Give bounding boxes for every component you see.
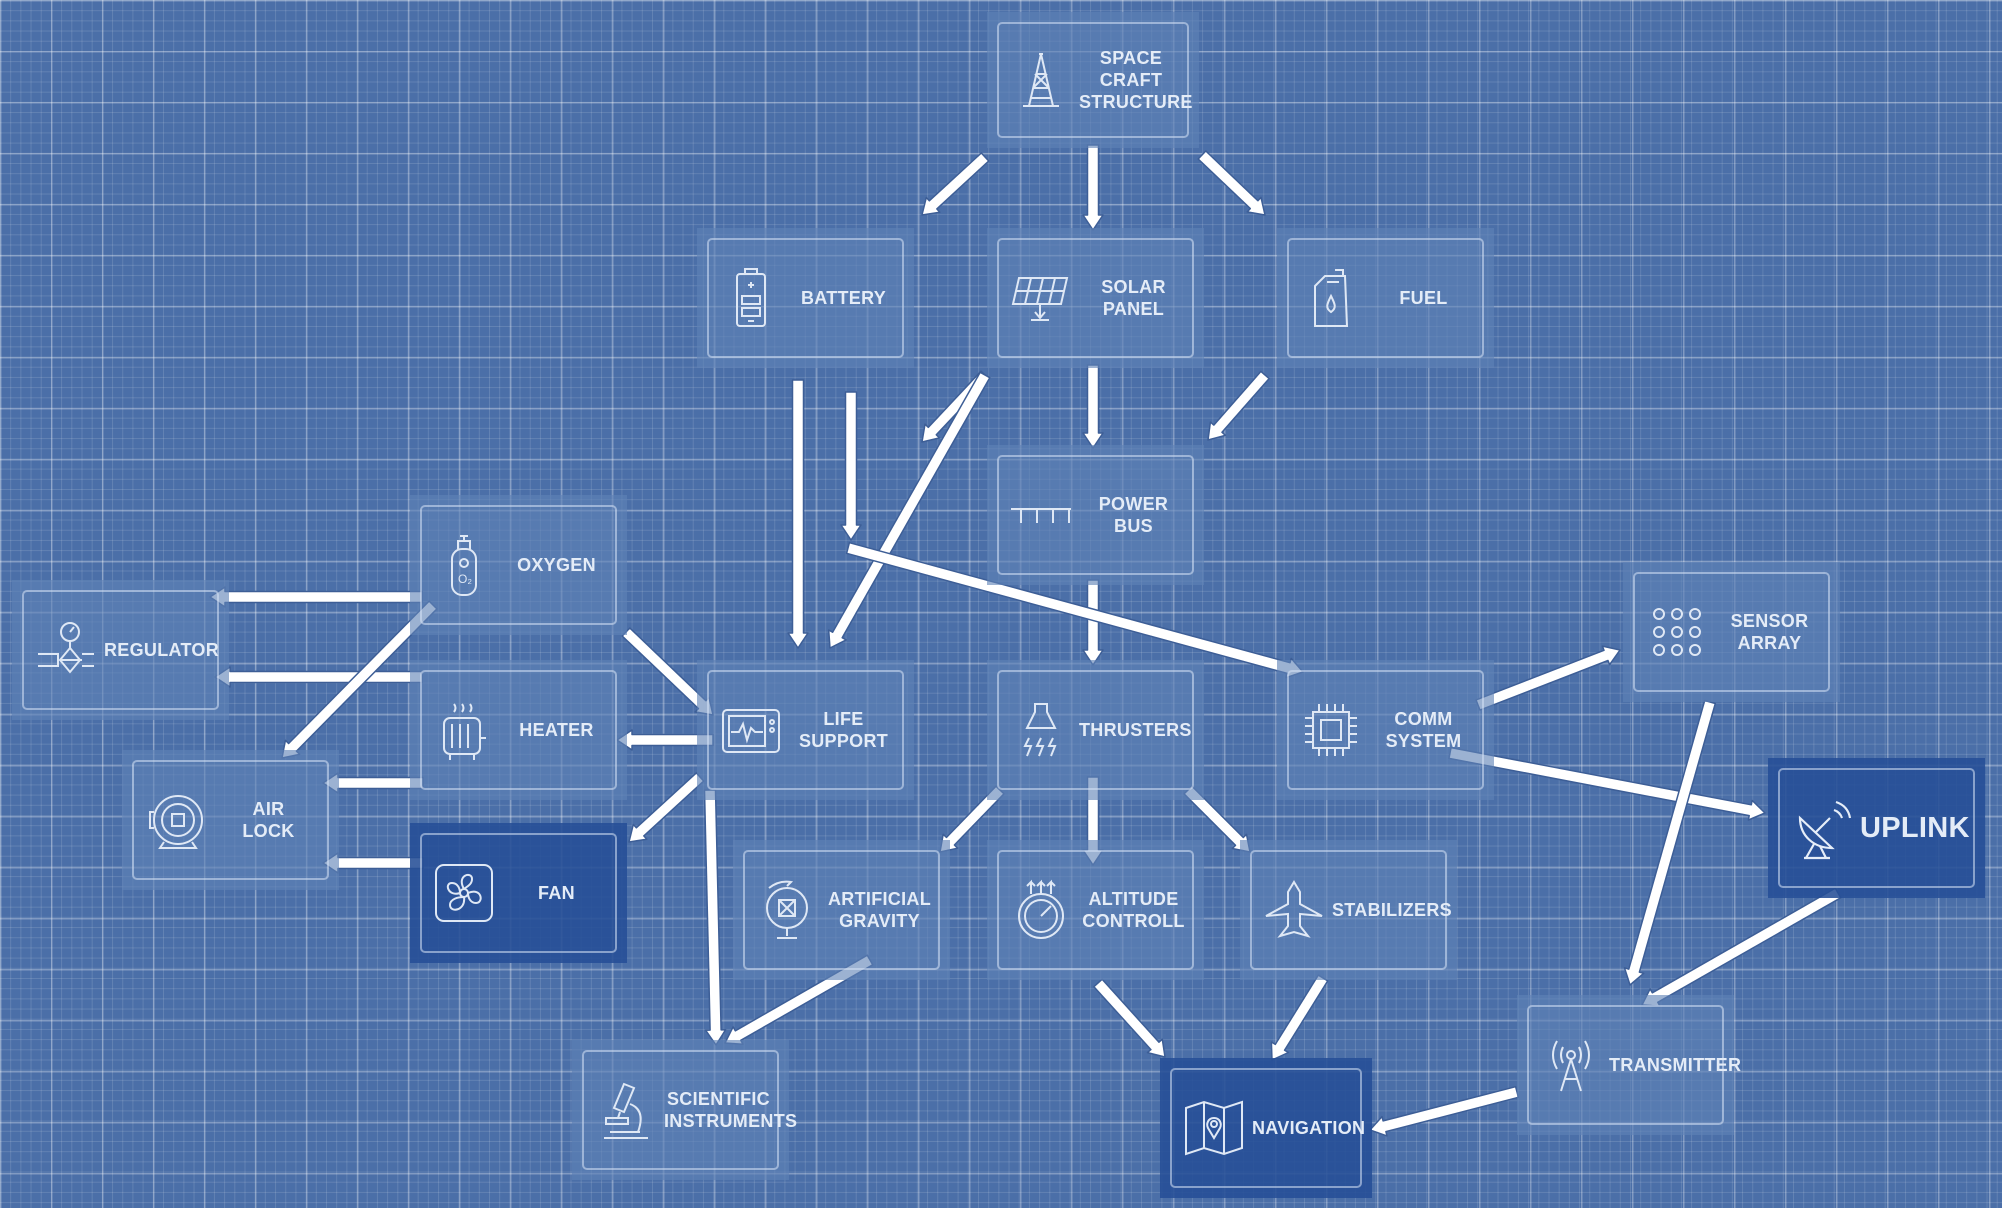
- svg-text:O₂: O₂: [458, 572, 472, 586]
- node-uplink[interactable]: UPLINK: [1768, 758, 1985, 898]
- node-label: BATTERY: [800, 288, 887, 308]
- connector-arrow: [840, 391, 862, 541]
- centrifuge-icon: [755, 878, 819, 942]
- node-air-lock[interactable]: AIR LOCK: [122, 750, 339, 890]
- gauge-icon: [1009, 878, 1073, 942]
- heart-monitor-icon: [719, 698, 783, 762]
- node-power-bus[interactable]: POWER BUS: [987, 445, 1204, 585]
- fuel-can-icon: [1299, 266, 1363, 330]
- connector-arrow: [1093, 978, 1166, 1058]
- node-label: LIFE SUPPORT: [798, 709, 889, 751]
- node-transmitter[interactable]: TRANSMITTER: [1517, 995, 1742, 1135]
- connector-arrow: [209, 586, 423, 608]
- node-thrusters[interactable]: THRUSTERS: [987, 660, 1204, 800]
- connector-arrow: [1623, 699, 1717, 986]
- node-label: FUEL: [1399, 288, 1448, 308]
- node-stabilizers[interactable]: STABILIZERS: [1240, 840, 1457, 980]
- node-label: SPACE CRAFT STRUCTURE: [1079, 48, 1193, 112]
- power-bus-icon: [1009, 483, 1073, 547]
- node-oxygen[interactable]: O₂ OXYGEN: [410, 495, 627, 635]
- node-label: REGULATOR: [104, 640, 220, 660]
- connector-arrow: [1475, 645, 1621, 711]
- dot-grid-icon: [1645, 600, 1709, 664]
- node-label: STABILIZERS: [1332, 900, 1452, 920]
- connector-arrow: [1448, 746, 1766, 821]
- tower-icon: [1009, 48, 1073, 112]
- node-regulator[interactable]: REGULATOR: [12, 580, 229, 720]
- node-life-support[interactable]: LIFE SUPPORT: [697, 660, 914, 800]
- node-label: HEATER: [519, 720, 594, 740]
- connector-arrow: [921, 152, 990, 216]
- map-pin-icon: [1182, 1096, 1246, 1160]
- node-label: SOLAR PANEL: [1101, 277, 1166, 319]
- connector-arrow: [787, 379, 809, 649]
- node-scientific-instruments[interactable]: SCIENTIFIC INSTRUMENTS: [572, 1040, 798, 1180]
- node-label: UPLINK: [1860, 812, 1970, 844]
- airlock-hatch-icon: [144, 788, 208, 852]
- connector-arrow: [827, 371, 991, 649]
- connector-arrow: [1207, 370, 1270, 441]
- node-battery[interactable]: BATTERY: [697, 228, 914, 368]
- connector-arrow: [214, 666, 423, 688]
- connector-arrow: [1369, 1085, 1520, 1137]
- connector-arrow: [1082, 364, 1104, 449]
- microscope-icon: [594, 1078, 658, 1142]
- satellite-dish-icon: [1790, 796, 1854, 860]
- node-label: SENSOR ARRAY: [1730, 611, 1809, 653]
- connector-arrow: [1270, 974, 1329, 1061]
- battery-icon: [719, 266, 783, 330]
- node-label: COMM SYSTEM: [1385, 709, 1462, 751]
- pressure-regulator-icon: [34, 618, 98, 682]
- node-label: THRUSTERS: [1079, 720, 1192, 740]
- connector-arrow: [1082, 144, 1104, 231]
- node-label: ARTIFICIAL GRAVITY: [828, 889, 931, 931]
- node-label: TRANSMITTER: [1609, 1055, 1742, 1075]
- node-heater[interactable]: HEATER: [410, 660, 627, 800]
- node-comm-system[interactable]: COMM SYSTEM: [1277, 660, 1494, 800]
- thruster-icon: [1009, 698, 1073, 762]
- node-label: OXYGEN: [517, 555, 596, 575]
- node-altitude-controll[interactable]: ALTITUDE CONTROLL: [987, 840, 1204, 980]
- node-fuel[interactable]: FUEL: [1277, 228, 1494, 368]
- node-label: POWER BUS: [1098, 494, 1169, 536]
- jet-icon: [1262, 878, 1326, 942]
- node-label: AIR LOCK: [242, 799, 295, 841]
- node-label: ALTITUDE CONTROLL: [1082, 889, 1185, 931]
- connector-arrow: [1197, 150, 1266, 216]
- node-spacecraft-structure[interactable]: SPACE CRAFT STRUCTURE: [987, 12, 1199, 148]
- node-sensor-array[interactable]: SENSOR ARRAY: [1623, 562, 1840, 702]
- connector-arrow: [628, 772, 705, 843]
- antenna-tower-icon: [1539, 1033, 1603, 1097]
- node-label: SCIENTIFIC INSTRUMENTS: [664, 1089, 798, 1131]
- node-label: NAVIGATION: [1252, 1118, 1366, 1138]
- oxygen-tank-icon: O₂: [432, 533, 496, 597]
- heater-icon: [432, 698, 496, 762]
- node-solar-panel[interactable]: SOLAR PANEL: [987, 228, 1204, 368]
- connector-arrow: [703, 789, 727, 1046]
- node-navigation[interactable]: NAVIGATION: [1160, 1058, 1372, 1198]
- node-artificial-gravity[interactable]: ARTIFICIAL GRAVITY: [733, 840, 950, 980]
- fan-icon: [432, 861, 496, 925]
- connector-arrow: [1641, 887, 1842, 1007]
- node-fan[interactable]: FAN: [410, 823, 627, 963]
- node-label: FAN: [538, 883, 575, 903]
- connector-arrow: [1082, 579, 1104, 666]
- chip-icon: [1299, 698, 1363, 762]
- solar-panel-icon: [1009, 266, 1073, 330]
